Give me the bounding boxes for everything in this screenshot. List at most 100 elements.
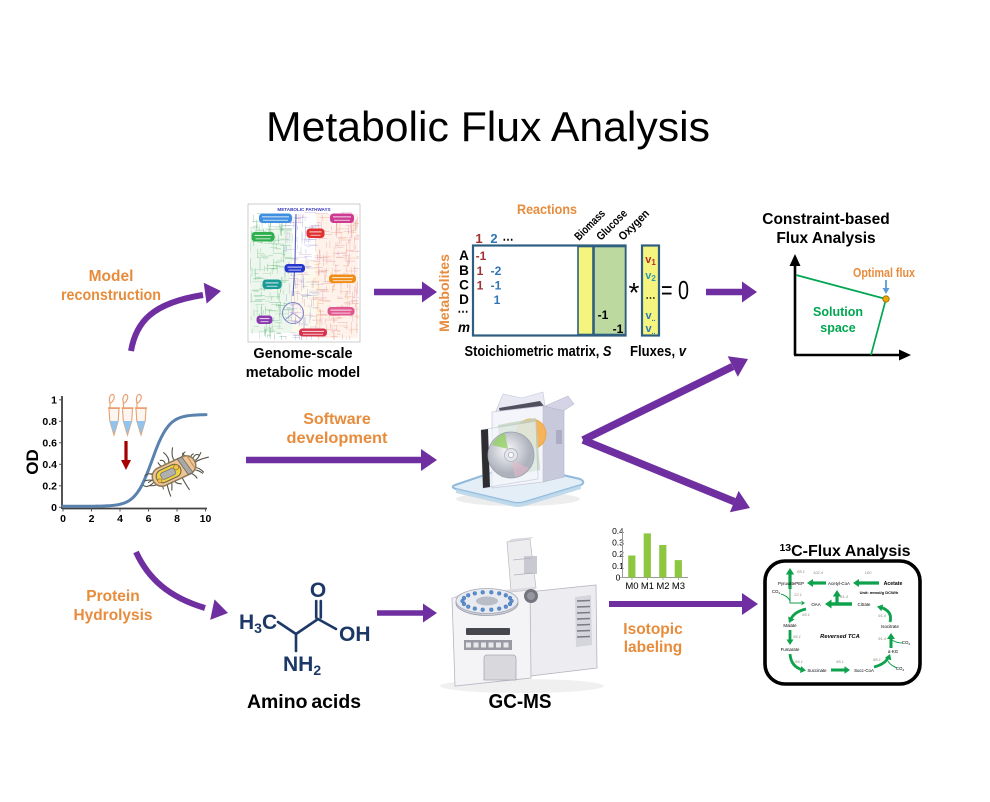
svg-text:Genome-scale: Genome-scale [253, 346, 352, 362]
svg-text:B: B [459, 263, 469, 278]
svg-text:Malate: Malate [783, 623, 797, 628]
svg-text:0.4: 0.4 [42, 459, 57, 471]
svg-text:PyruvatePEP: PyruvatePEP [778, 581, 804, 586]
svg-text:88.1: 88.1 [873, 657, 881, 662]
svg-text:91.4: 91.4 [878, 636, 887, 641]
svg-text:Software: Software [303, 411, 371, 428]
svg-text:Optimal flux: Optimal flux [853, 266, 915, 280]
svg-text:0.6: 0.6 [42, 438, 57, 450]
svg-text:95.1: 95.1 [802, 612, 810, 617]
svg-text:D: D [459, 292, 469, 307]
svg-text:OH: OH [339, 623, 371, 646]
svg-text:2: 2 [490, 231, 497, 246]
svg-text:0.3: 0.3 [612, 538, 624, 548]
svg-text:Model: Model [89, 268, 134, 285]
svg-text:M0: M0 [625, 581, 638, 592]
svg-text:v..: v.. [645, 310, 655, 323]
svg-text:100: 100 [865, 570, 872, 575]
svg-text:88.1: 88.1 [797, 569, 805, 574]
svg-text:Reversed TCA: Reversed TCA [820, 634, 860, 640]
svg-text:10: 10 [200, 513, 212, 525]
svg-text:-1: -1 [613, 322, 624, 336]
svg-text:8: 8 [174, 513, 180, 525]
svg-text:95.1: 95.1 [793, 634, 801, 639]
svg-text:H3C: H3C [239, 611, 277, 636]
svg-text:Succinate: Succinate [807, 668, 827, 673]
svg-text:Acetate: Acetate [884, 581, 903, 587]
svg-text:Metabolites: Metabolites [436, 254, 452, 332]
svg-text:22.1: 22.1 [793, 592, 802, 597]
svg-text:0.4: 0.4 [612, 526, 624, 536]
svg-text:Solution: Solution [813, 305, 863, 319]
svg-text:Amino acids: Amino acids [247, 692, 361, 713]
svg-text:development: development [287, 430, 389, 447]
svg-text:Fumarate: Fumarate [781, 647, 800, 652]
svg-text:Acetyl-CoA: Acetyl-CoA [828, 581, 850, 586]
svg-text:1: 1 [51, 395, 57, 407]
svg-text:OAA: OAA [811, 602, 820, 607]
svg-text:METABOLIC PATHWAYS: METABOLIC PATHWAYS [277, 207, 330, 212]
svg-text:4: 4 [117, 513, 123, 525]
svg-text:Fluxes, v: Fluxes, v [630, 344, 687, 360]
svg-text:metabolic model: metabolic model [246, 365, 360, 381]
svg-text:Isotopic: Isotopic [623, 621, 683, 638]
svg-text:95.1: 95.1 [795, 659, 803, 664]
svg-text:6: 6 [146, 513, 152, 525]
svg-text:-2: -2 [491, 264, 502, 278]
svg-text:Citrate: Citrate [858, 602, 871, 607]
svg-text:M3: M3 [672, 581, 685, 592]
svg-text:space: space [820, 321, 855, 335]
svg-text:91.4: 91.4 [840, 594, 849, 599]
svg-text:0.1: 0.1 [612, 561, 624, 571]
svg-text:reconstruction: reconstruction [61, 287, 161, 304]
svg-text:91.4: 91.4 [878, 613, 887, 618]
svg-text:CO2: CO2 [772, 589, 781, 595]
svg-text:1: 1 [477, 264, 484, 278]
svg-text:v2: v2 [645, 270, 656, 283]
svg-text:Stoichiometric matrix, S: Stoichiometric matrix, S [465, 344, 612, 360]
svg-text:Metabolic Flux Analysis: Metabolic Flux Analysis [266, 103, 710, 150]
svg-text:CO2: CO2 [902, 640, 911, 646]
svg-text:*: * [629, 277, 640, 308]
svg-text:95.1: 95.1 [836, 659, 844, 664]
svg-text:0.2: 0.2 [42, 481, 57, 493]
svg-text:α-KG: α-KG [888, 649, 899, 654]
svg-text:CO2: CO2 [896, 666, 905, 672]
svg-text:v1: v1 [645, 254, 656, 267]
svg-text:Constraint-based: Constraint-based [762, 211, 889, 228]
svg-text:GC-MS: GC-MS [489, 691, 552, 713]
svg-text:C: C [459, 278, 469, 293]
svg-text:1: 1 [477, 279, 484, 293]
svg-text:A: A [459, 248, 469, 263]
svg-text:m: m [458, 320, 470, 335]
svg-text:⋯: ⋯ [458, 306, 469, 318]
svg-text:-1: -1 [491, 279, 502, 293]
svg-text:OD: OD [23, 449, 42, 475]
svg-text:0: 0 [51, 502, 57, 514]
svg-text:Protein: Protein [86, 588, 139, 605]
svg-text:⋯: ⋯ [503, 234, 514, 246]
svg-text:102.4: 102.4 [813, 570, 824, 575]
svg-text:⋯: ⋯ [646, 293, 656, 304]
svg-text:M1: M1 [641, 581, 654, 592]
svg-text:Succ-CoA: Succ-CoA [854, 668, 874, 673]
svg-text:0: 0 [60, 513, 66, 525]
svg-text:Reactions: Reactions [517, 201, 577, 217]
svg-text:1: 1 [494, 293, 501, 307]
svg-text:2: 2 [89, 513, 95, 525]
svg-text:O: O [310, 579, 326, 602]
svg-text:0: 0 [616, 573, 621, 583]
svg-text:-1: -1 [598, 308, 609, 322]
svg-text:0.2: 0.2 [612, 549, 624, 559]
svg-text:-1: -1 [476, 249, 487, 263]
svg-text:M2: M2 [656, 581, 669, 592]
svg-text:labeling: labeling [624, 639, 683, 656]
svg-text:13C-Flux Analysis: 13C-Flux Analysis [779, 542, 910, 560]
svg-text:Unit: mmol/g DCW/h: Unit: mmol/g DCW/h [860, 590, 899, 595]
svg-text:Hydrolysis: Hydrolysis [74, 607, 153, 624]
svg-text:Flux Analysis: Flux Analysis [776, 230, 875, 247]
svg-text:= 0: = 0 [661, 275, 689, 305]
svg-text:0.8: 0.8 [42, 416, 57, 428]
svg-text:Isocitrate: Isocitrate [881, 624, 899, 629]
svg-text:1: 1 [475, 231, 482, 246]
